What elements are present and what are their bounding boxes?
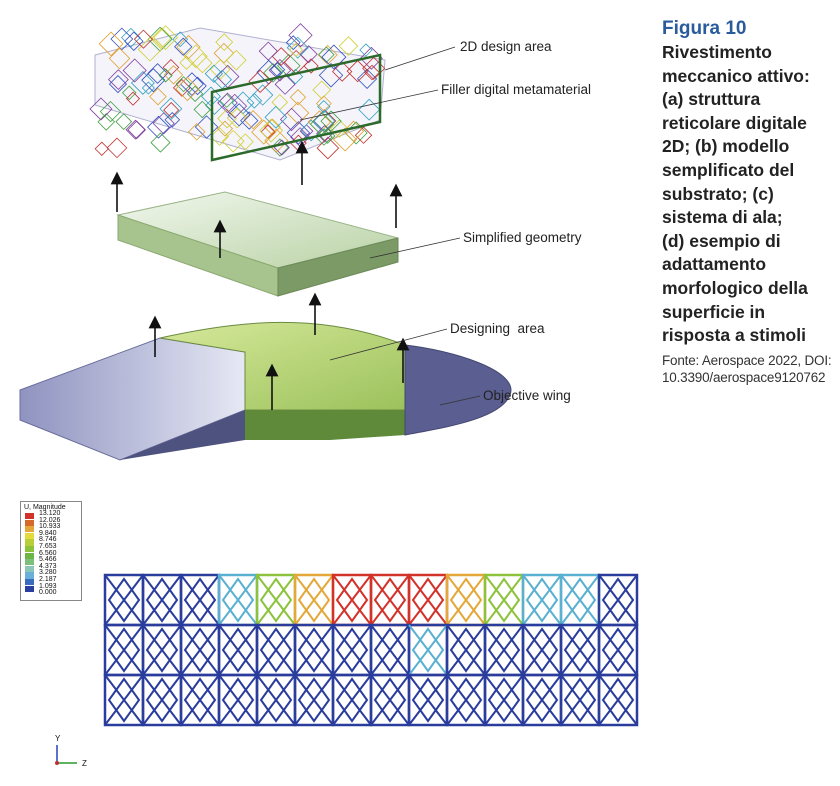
label-filler: Filler digital metamaterial	[441, 82, 591, 97]
legend-swatch	[25, 533, 34, 539]
caption-line: meccanico attivo:	[662, 65, 837, 89]
objective-wing	[20, 322, 511, 460]
lattice-unit-cell	[333, 625, 371, 675]
lattice-unit-cell	[561, 625, 599, 675]
legend-swatch	[25, 513, 34, 519]
lattice-unit-cell	[599, 625, 637, 675]
lattice-unit-cell	[523, 575, 561, 625]
lattice-unit-cell	[181, 675, 219, 725]
legend-swatch	[25, 539, 34, 545]
lattice-unit-cell	[523, 625, 561, 675]
lattice-unit-cell	[219, 575, 257, 625]
lattice-unit-cell	[105, 675, 143, 725]
caption-line: (d) esempio di	[662, 230, 837, 254]
axis-triad	[45, 735, 95, 770]
color-legend: U, Magnitude 13.12012.02610.9339.8408.74…	[20, 501, 82, 601]
simplified-slab	[118, 192, 398, 296]
figure-title: Figura 10	[662, 18, 746, 40]
lattice-unit-cell	[447, 675, 485, 725]
lattice-unit-cell	[523, 675, 561, 725]
lattice-unit-cell	[561, 575, 599, 625]
lattice-cell	[107, 138, 126, 157]
lattice-unit-cell	[561, 675, 599, 725]
lattice-cell	[126, 120, 145, 139]
lattice-unit-cell	[181, 575, 219, 625]
lattice-unit-cell	[143, 625, 181, 675]
lattice-unit-cell	[409, 625, 447, 675]
legend-swatch	[25, 520, 34, 526]
lattice-cell	[95, 142, 108, 155]
lattice-unit-cell	[295, 675, 333, 725]
lattice-cell	[360, 44, 372, 56]
lattice-cell	[128, 121, 146, 139]
legend-value: 0.000	[39, 589, 57, 596]
legend-swatch	[25, 553, 34, 559]
legend-swatch	[25, 566, 34, 572]
caption-line: 2D; (b) modello	[662, 135, 837, 159]
caption-line: adattamento	[662, 253, 837, 277]
lattice-unit-cell	[257, 675, 295, 725]
lattice-unit-cell	[485, 575, 523, 625]
label-simplified: Simplified geometry	[463, 230, 582, 245]
lattice-unit-cell	[333, 675, 371, 725]
lattice-unit-cell	[447, 575, 485, 625]
label-objective: Objective wing	[483, 388, 571, 403]
caption-line: substrato; (c)	[662, 183, 837, 207]
caption-line: risposta a stimoli	[662, 324, 837, 348]
caption-line: (a) struttura	[662, 88, 837, 112]
caption-line: Rivestimento	[662, 41, 837, 65]
label-designing: Designing area	[450, 321, 545, 336]
axis-z-label: Z	[82, 759, 87, 768]
label-2d-design-area: 2D design area	[460, 39, 552, 54]
figure-source: Fonte: Aerospace 2022, DOI: 10.3390/aero…	[662, 352, 831, 386]
lattice-block	[90, 24, 385, 160]
caption-line: semplificato del	[662, 159, 837, 183]
lattice-unit-cell	[485, 675, 523, 725]
legend-swatch	[25, 559, 34, 565]
lattice-unit-cell	[257, 625, 295, 675]
lattice-unit-cell	[371, 625, 409, 675]
lattice-unit-cell	[371, 675, 409, 725]
lattice-unit-cell	[219, 675, 257, 725]
axis-y-label: Y	[55, 734, 60, 743]
lattice-unit-cell	[143, 675, 181, 725]
fe-lattice-result	[100, 570, 640, 730]
caption-line: morfologico della	[662, 277, 837, 301]
legend-swatch	[25, 586, 34, 592]
lattice-cell	[98, 114, 114, 130]
figure-caption: Rivestimento meccanico attivo: (a) strut…	[662, 41, 837, 348]
lattice-unit-cell	[257, 575, 295, 625]
legend-swatch	[25, 526, 34, 532]
lattice-unit-cell	[295, 625, 333, 675]
lattice-unit-cell	[105, 575, 143, 625]
legend-swatch	[25, 546, 34, 552]
lattice-unit-cell	[599, 575, 637, 625]
lattice-unit-cell	[409, 575, 447, 625]
lattice-cell	[289, 24, 312, 47]
legend-swatch	[25, 572, 34, 578]
caption-line: superficie in	[662, 301, 837, 325]
lattice-unit-cell	[219, 625, 257, 675]
caption-line: reticolare digitale	[662, 112, 837, 136]
caption-line: sistema di ala;	[662, 206, 837, 230]
source-line: 10.3390/aerospace9120762	[662, 369, 831, 386]
lattice-unit-cell	[333, 575, 371, 625]
lattice-unit-cell	[295, 575, 333, 625]
legend-swatch	[25, 579, 34, 585]
lattice-unit-cell	[447, 625, 485, 675]
lattice-unit-cell	[105, 625, 143, 675]
lattice-unit-cell	[599, 675, 637, 725]
lattice-unit-cell	[143, 575, 181, 625]
lattice-unit-cell	[485, 625, 523, 675]
source-line: Fonte: Aerospace 2022, DOI:	[662, 352, 831, 369]
lattice-unit-cell	[371, 575, 409, 625]
lattice-unit-cell	[181, 625, 219, 675]
lattice-unit-cell	[409, 675, 447, 725]
